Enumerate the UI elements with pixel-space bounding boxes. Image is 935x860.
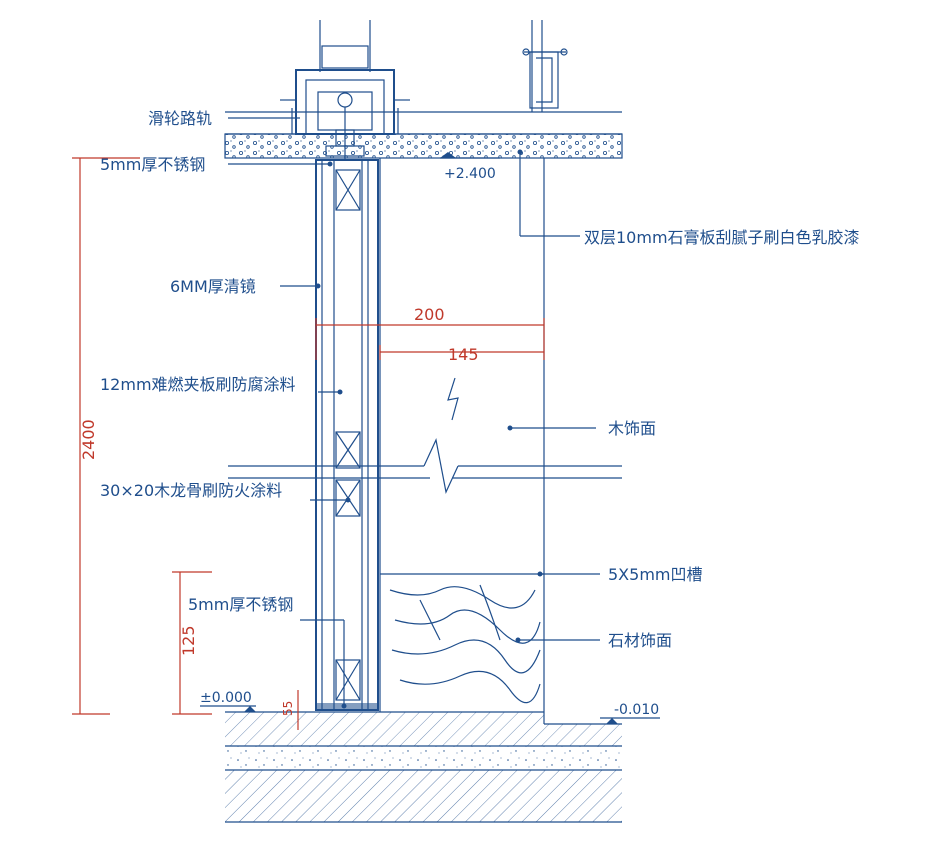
label-plywood: 12mm难燃夹板刷防腐涂料 bbox=[100, 375, 296, 394]
floor bbox=[225, 711, 622, 823]
door-panel bbox=[315, 159, 379, 711]
keel-block-top bbox=[335, 169, 361, 211]
level-ceiling: +2.400 bbox=[444, 166, 496, 182]
stone-base bbox=[380, 573, 544, 704]
label-mirror: 6MM厚清镜 bbox=[170, 277, 256, 296]
dim-width-inner: 145 bbox=[448, 345, 479, 364]
dim-height-base: 125 bbox=[179, 625, 198, 656]
label-steel-bottom: 5mm厚不锈钢 bbox=[188, 595, 293, 614]
dim-width-outer: 200 bbox=[414, 305, 445, 324]
label-wood-face: 木饰面 bbox=[608, 419, 656, 438]
keel-block-bottom bbox=[335, 659, 361, 701]
dimension-lines bbox=[72, 157, 545, 730]
label-stone-face: 石材饰面 bbox=[608, 631, 672, 650]
dim-gap: 55 bbox=[281, 701, 295, 716]
label-keel: 30×20木龙骨刷防火涂料 bbox=[100, 481, 282, 500]
keel-block-mid bbox=[335, 431, 361, 517]
level-floor: ±0.000 bbox=[200, 690, 252, 706]
label-groove: 5X5mm凹槽 bbox=[608, 565, 703, 584]
label-pulley-track: 滑轮路轨 bbox=[148, 109, 212, 128]
right-bracket bbox=[522, 48, 568, 109]
label-steel-top: 5mm厚不锈钢 bbox=[100, 155, 205, 174]
wall bbox=[228, 158, 622, 724]
level-markers bbox=[200, 152, 660, 724]
ceiling-structure bbox=[224, 20, 623, 159]
leader-lines bbox=[228, 117, 600, 709]
level-floor-low: -0.010 bbox=[614, 702, 659, 718]
label-gypsum: 双层10mm石膏板刮腻子刷白色乳胶漆 bbox=[584, 228, 860, 247]
pulley-track-assembly bbox=[280, 69, 410, 160]
dim-height-total: 2400 bbox=[79, 419, 98, 460]
